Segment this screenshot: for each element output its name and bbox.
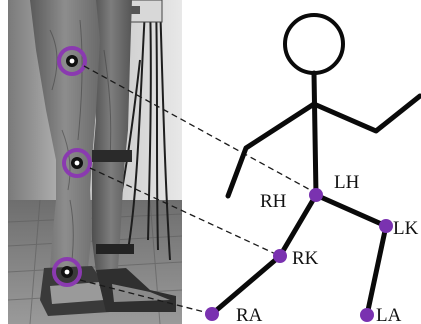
label-ra: RA bbox=[236, 305, 263, 324]
photo-legs-with-sensors bbox=[8, 0, 182, 324]
knee-strap bbox=[92, 150, 132, 162]
stick-right-arm bbox=[314, 96, 420, 131]
label-lh: LH bbox=[334, 172, 360, 193]
joint-right-knee bbox=[273, 249, 287, 263]
label-rh: RH bbox=[260, 191, 287, 212]
stick-left-arm bbox=[228, 104, 314, 196]
label-lk: LK bbox=[393, 218, 419, 239]
label-rk: RK bbox=[292, 248, 319, 269]
ankle-strap bbox=[96, 244, 134, 254]
stick-head bbox=[285, 15, 343, 73]
stick-figure bbox=[212, 15, 420, 315]
joint-left-ankle bbox=[360, 308, 374, 322]
label-la: LA bbox=[376, 305, 402, 324]
joint-hip bbox=[309, 188, 323, 202]
joint-left-knee bbox=[379, 219, 393, 233]
joint-right-ankle bbox=[205, 307, 219, 321]
stick-neck-torso bbox=[314, 73, 316, 195]
stick-left-leg bbox=[316, 195, 386, 315]
